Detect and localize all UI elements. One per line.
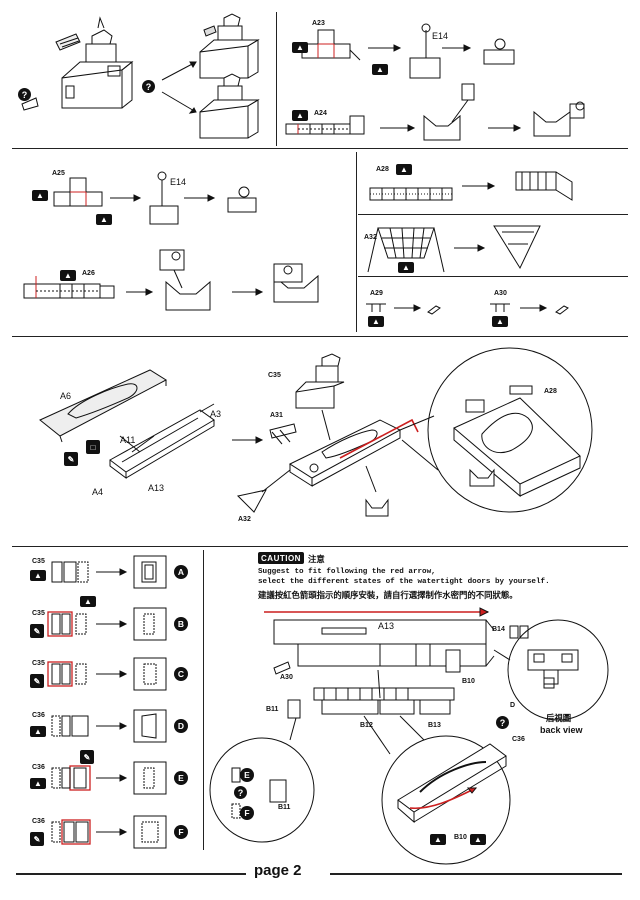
part-a23-label: A23: [312, 20, 325, 27]
part-a4-label: A4: [92, 487, 104, 497]
part-c36-label: C36: [32, 712, 45, 719]
separator-row3: [12, 546, 628, 547]
flip-icon: ▲: [30, 570, 46, 581]
part-a13-label: A13: [148, 483, 165, 493]
caution-line-1: Suggest to fit following the red arrow,: [258, 568, 436, 576]
part-c35-label: C35: [32, 558, 45, 565]
footer-rule-left: [16, 873, 246, 875]
caution-badge: CAUTION: [258, 552, 304, 564]
part-c36-label: C36: [32, 818, 45, 825]
part-a28-label: A28: [544, 388, 557, 395]
flip-icon: ▲: [96, 214, 112, 225]
flip-icon: ▲: [372, 64, 388, 75]
part-c36-label: C36: [32, 764, 45, 771]
part-a24-label: A24: [314, 110, 327, 117]
state-a-badge: A: [174, 565, 188, 579]
part-a31-label: A31: [270, 412, 283, 419]
state-f-badge: F: [240, 806, 254, 820]
separator-top-vertical: [276, 12, 277, 146]
part-a26-label: A26: [82, 270, 95, 277]
question-icon: ?: [18, 88, 31, 101]
flip-icon: ▲: [292, 42, 308, 53]
caution-line-2: select the different states of the water…: [258, 578, 550, 586]
page-number: page 2: [254, 862, 302, 879]
part-c35-label: C35: [32, 610, 45, 617]
flip-icon: ▲: [396, 164, 412, 175]
part-a32-label: A32: [238, 516, 251, 523]
glue-icon: ✎: [80, 750, 94, 764]
part-e14-label: E14: [432, 31, 449, 41]
part-a13-label: A13: [378, 621, 395, 631]
glue-icon: ✎: [30, 832, 44, 846]
flip-icon: ▲: [398, 262, 414, 273]
glue-icon: ✎: [30, 674, 44, 688]
part-b13-label: B13: [428, 722, 441, 729]
part-b14-label: B14: [492, 626, 505, 633]
caution-line-cn: 建議按紅色箭頭指示的順序安裝，請自行選擇制作水密門的不同狀態。: [258, 590, 518, 600]
back-view-label: back view: [540, 725, 583, 735]
part-b11-label: B11: [278, 804, 291, 811]
part-e14-label: E14: [170, 177, 187, 187]
part-c35-label: C35: [32, 660, 45, 667]
flip-icon: ▲: [368, 316, 384, 327]
question-icon: ?: [142, 80, 155, 93]
flip-icon: ▲: [470, 834, 486, 845]
part-a30-label: A30: [280, 674, 293, 681]
state-f-badge: F: [174, 825, 188, 839]
flip-icon: ▲: [292, 110, 308, 121]
state-d-badge: D: [174, 719, 188, 733]
flip-icon: ▲: [492, 316, 508, 327]
flip-icon: ▲: [80, 596, 96, 607]
part-c36-label: C36: [512, 736, 525, 743]
part-a3-label: A3: [210, 409, 222, 419]
separator-right-a: [358, 214, 628, 215]
back-view-cn-label: 后視圖: [546, 713, 572, 723]
glue-icon: ✎: [30, 624, 44, 638]
cut-icon: □: [86, 440, 100, 454]
part-b11-label: B11: [266, 706, 279, 713]
part-a29-label: A29: [370, 290, 383, 297]
glue-icon: ✎: [64, 452, 78, 466]
part-b10-label: B10: [462, 678, 475, 685]
part-b12-label: B12: [360, 722, 373, 729]
part-a11-label: A11: [120, 435, 136, 445]
part-a30-label: A30: [494, 290, 507, 297]
question-icon: ?: [234, 786, 247, 799]
flip-icon: ▲: [30, 726, 46, 737]
state-e-badge: E: [174, 771, 188, 785]
separator-row1: [12, 148, 628, 149]
flip-icon: ▲: [30, 778, 46, 789]
part-c35-label: C35: [268, 372, 281, 379]
state-b-badge: B: [174, 617, 188, 631]
part-b10-label: B10: [454, 834, 467, 841]
caution-badge-cn: 注意: [308, 554, 325, 564]
part-d-label: D: [510, 702, 516, 709]
flip-icon: ▲: [32, 190, 48, 201]
separator-right-b: [358, 276, 628, 277]
state-e-badge: E: [240, 768, 254, 782]
part-a6-label: A6: [60, 391, 72, 401]
flip-icon: ▲: [60, 270, 76, 281]
footer-rule-right: [330, 873, 622, 875]
separator-bottom-vertical: [203, 550, 204, 850]
part-a25-label: A25: [52, 170, 65, 177]
separator-row2: [12, 336, 628, 337]
separator-row2-vertical: [356, 152, 357, 332]
part-a28-label: A28: [376, 166, 389, 173]
flip-icon: ▲: [430, 834, 446, 845]
question-icon: ?: [496, 716, 509, 729]
state-c-badge: C: [174, 667, 188, 681]
part-a32-label: A32: [364, 234, 377, 241]
